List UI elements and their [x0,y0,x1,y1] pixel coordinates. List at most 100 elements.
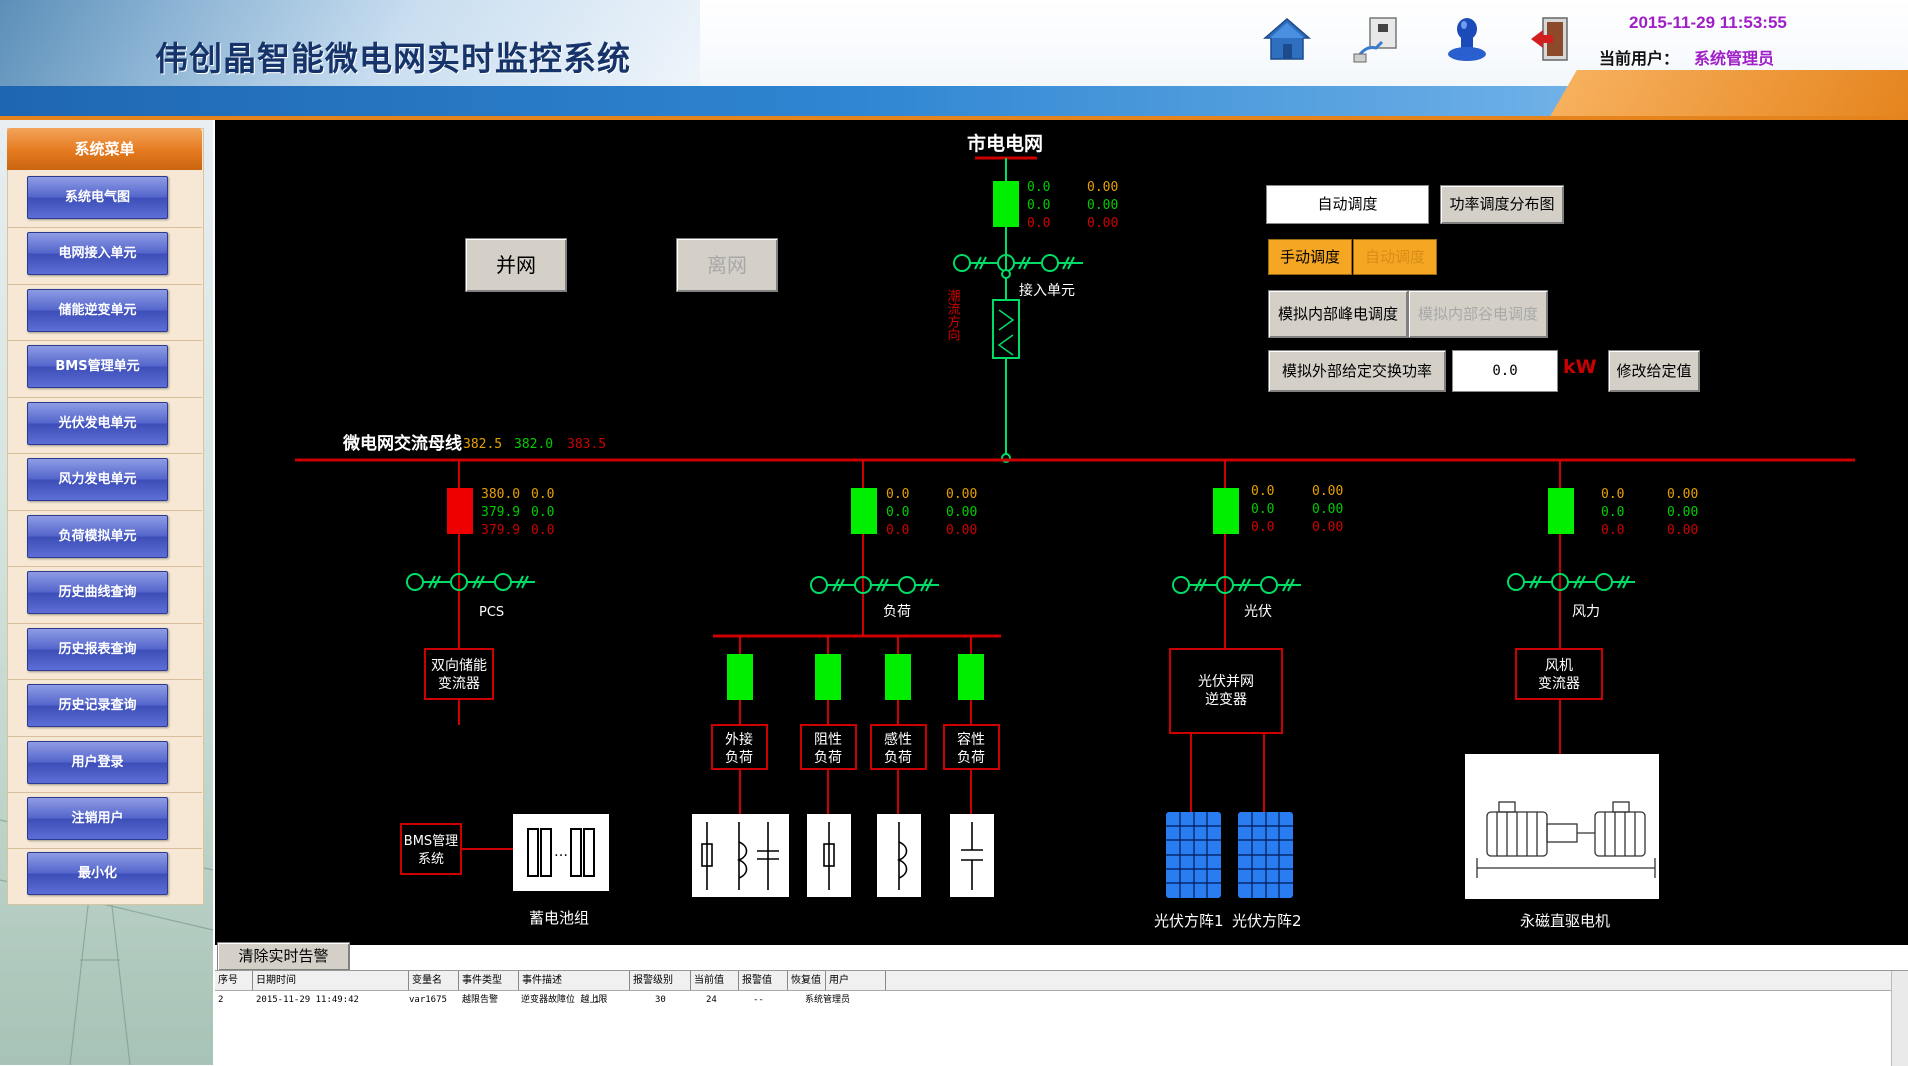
cell-alarm-value: 24 [706,995,717,1005]
app-title: 伟创晶智能微电网实时监控系统 [155,39,631,78]
pcs-breaker[interactable] [447,488,473,534]
menu-separator [7,679,202,680]
battery-ellipsis: … [554,844,568,860]
load-breaker[interactable] [851,488,877,534]
bms-box[interactable] [400,823,462,875]
clear-realtime-alarm-button[interactable]: 清除实时告警 [217,942,350,971]
user-stamp-icon[interactable] [1442,14,1492,64]
wind-converter-line2: 变流器 [1538,676,1580,692]
access-breaker[interactable] [993,181,1019,227]
external-load-breaker[interactable] [727,654,753,700]
capacitor-icon [961,822,983,890]
pcs-value-b2: 0.0 [531,505,554,520]
simulate-valley-dispatch-button[interactable]: 模拟内部谷电调度 [1408,290,1548,338]
menu-minimize[interactable]: 最小化 [27,852,168,895]
col-header-index[interactable]: 序号 [215,971,253,990]
auto-dispatch-button[interactable]: 自动调度 [1266,185,1429,224]
pcs-label: PCS [479,605,504,620]
access-value-b2: 0.00 [1087,198,1118,213]
col-header-user[interactable]: 用户 [826,971,886,990]
logout-door-icon[interactable] [1527,14,1577,64]
alarm-grid-scrollbar[interactable] [1891,971,1908,1066]
pm-motor-image[interactable] [1465,754,1659,899]
cell-datetime: 2015-11-29 11:49:42 [256,995,359,1005]
external-load-box[interactable] [711,724,768,770]
menu-separator [7,623,202,624]
menu-electrical-diagram[interactable]: 系统电气图 [27,176,168,219]
menu-bms-unit[interactable]: BMS管理单元 [27,345,168,388]
capacitive-load-breaker[interactable] [958,654,984,700]
external-load-symbol [692,814,789,897]
modify-setpoint-button[interactable]: 修改给定值 [1608,350,1700,392]
pv-value-b3: 0.00 [1312,520,1343,535]
external-exchange-power-label-button[interactable]: 模拟外部给定交换功率 [1268,350,1446,392]
pcs-value-a1: 380.0 [481,487,520,502]
pcs-current-transformers [406,573,535,591]
col-header-variable[interactable]: 变量名 [409,971,459,990]
menu-history-curve[interactable]: 历史曲线查询 [27,571,168,614]
resistive-load-breaker[interactable] [815,654,841,700]
home-icon[interactable] [1262,14,1312,64]
inductive-load-breaker[interactable] [885,654,911,700]
wind-label: 风力 [1572,604,1600,620]
menu-grid-access-unit[interactable]: 电网接入单元 [27,232,168,275]
auto-dispatch-disabled-button[interactable]: 自动调度 [1353,239,1437,275]
pv-label: 光伏 [1244,604,1272,620]
capacitive-load-line2: 负荷 [957,750,985,766]
access-unit-label: 接入单元 [1019,282,1075,299]
menu-history-report[interactable]: 历史报表查询 [27,628,168,671]
capacitive-load-box[interactable] [943,724,1000,770]
col-header-recovery-value[interactable]: 恢复值 [788,971,826,990]
col-header-alarm-level[interactable]: 报警级别 [630,971,691,990]
exchange-power-input[interactable]: 0.0 [1452,350,1558,392]
wind-value-a1: 0.0 [1601,487,1624,502]
col-header-datetime[interactable]: 日期时间 [253,971,409,990]
header-banner: 伟创晶智能微电网实时监控系统 2015-11-29 11:53:55 当前用户：… [0,0,1908,120]
pv-array-2-symbol[interactable] [1238,812,1293,898]
col-header-current-value[interactable]: 当前值 [691,971,739,990]
load-value-a1: 0.0 [886,487,909,502]
pv-inverter-line2: 逆变器 [1205,692,1247,708]
simulate-peak-dispatch-button[interactable]: 模拟内部峰电调度 [1268,290,1408,338]
pv-breaker[interactable] [1213,488,1239,534]
bus-voltage-3: 383.5 [567,437,606,452]
menu-pv-unit[interactable]: 光伏发电单元 [27,402,168,445]
col-header-event-desc[interactable]: 事件描述 [519,971,630,990]
inductor-icon [896,822,908,890]
access-value-a3: 0.0 [1027,216,1050,231]
menu-user-login[interactable]: 用户登录 [27,741,168,784]
pcs-value-b3: 0.0 [531,523,554,538]
power-distribution-chart-button[interactable]: 功率调度分布图 [1440,185,1564,224]
access-value-a1: 0.0 [1027,180,1050,195]
inductive-load-box[interactable] [870,724,927,770]
wind-converter-box[interactable] [1515,648,1603,700]
menu-separator [7,736,202,737]
access-value-b3: 0.00 [1087,216,1118,231]
cell-current-value: 30 [655,995,666,1005]
menu-user-logout[interactable]: 注销用户 [27,797,168,840]
island-mode-button[interactable]: 离网 [676,238,778,292]
cell-variable: var1675 [409,995,447,1005]
menu-load-sim-unit[interactable]: 负荷模拟单元 [27,515,168,558]
menu-history-record[interactable]: 历史记录查询 [27,684,168,727]
network-card-icon[interactable] [1352,14,1402,64]
wind-value-b1: 0.00 [1667,487,1698,502]
col-header-event-type[interactable]: 事件类型 [459,971,519,990]
flow-direction-label: 潮流方向 [945,289,961,341]
resistive-load-line2: 负荷 [814,750,842,766]
resistive-load-box[interactable] [800,724,857,770]
flow-meter-arrows [997,309,1015,356]
col-header-alarm-value[interactable]: 报警值 [739,971,788,990]
wind-value-b2: 0.00 [1667,505,1698,520]
wind-breaker[interactable] [1548,488,1574,534]
grid-connect-button[interactable]: 并网 [465,238,567,292]
access-node [1001,269,1011,279]
manual-dispatch-button[interactable]: 手动调度 [1268,239,1352,275]
menu-separator [7,227,202,228]
pcs-converter-box[interactable] [424,648,494,700]
pv-array-1-symbol[interactable] [1166,812,1221,898]
menu-storage-inverter-unit[interactable]: 储能逆变单元 [27,289,168,332]
wind-value-a2: 0.0 [1601,505,1624,520]
menu-wind-unit[interactable]: 风力发电单元 [27,458,168,501]
pv-inverter-box[interactable] [1169,648,1283,734]
